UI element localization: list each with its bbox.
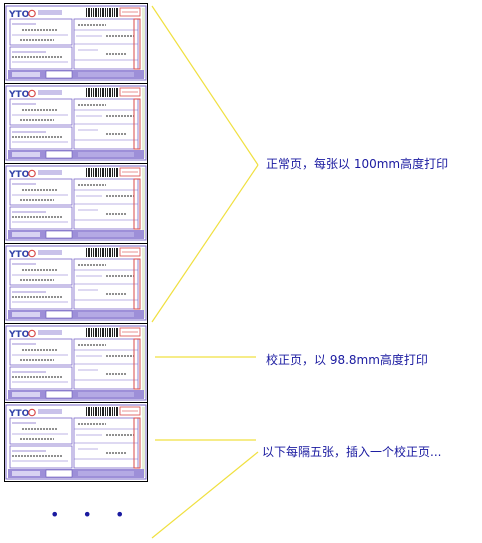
normal-form-6 — [5, 404, 147, 480]
correction-page-label: 校正页，以 98.8mm高度打印 — [266, 353, 428, 367]
connector-line — [151, 164, 259, 323]
connector-line — [151, 451, 259, 539]
repeat-rule-label: 以下每隔五张，插入一个校正页... — [262, 445, 442, 459]
connector-line — [151, 5, 259, 166]
normal-form-4 — [4, 245, 148, 324]
normal-form-2 — [4, 85, 148, 164]
normal-form-3 — [4, 165, 148, 244]
ellipsis: • • • — [50, 505, 134, 524]
normal-form-1 — [4, 5, 148, 84]
normal-page-label: 正常页，每张以 100mm高度打印 — [266, 157, 449, 171]
form-stack-frame — [4, 3, 148, 482]
correction-form — [4, 325, 148, 403]
